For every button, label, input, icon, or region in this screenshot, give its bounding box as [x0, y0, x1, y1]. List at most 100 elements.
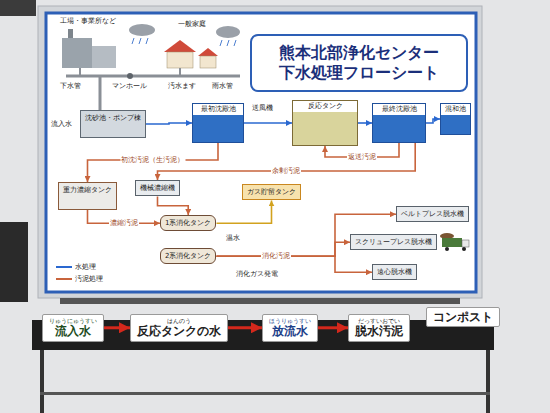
node-label: 反応タンクの水 [137, 324, 221, 338]
legend-line [56, 266, 72, 268]
flow-connector [228, 326, 262, 329]
node-label: 最終沈殿池 [377, 105, 421, 113]
house [167, 52, 193, 68]
furigana: ほうりゅうすい [269, 317, 311, 324]
annotation-label: マンホール [112, 82, 147, 90]
edge-label: 返送汚泥 [347, 153, 377, 161]
sewer-pipe [99, 76, 102, 110]
sewer-pipe [179, 68, 181, 76]
edge-label: 消化汚泥 [261, 252, 291, 260]
building-box: 沈砂池・ポンプ棟 [80, 110, 146, 138]
title-box: 熊本北部浄化センター 下水処理フローシート [250, 34, 468, 92]
node-label: 混和池 [445, 105, 466, 113]
furigana: はんのう [137, 317, 221, 324]
factory [92, 46, 116, 68]
node-label: 重力濃縮タンク [63, 186, 112, 194]
wall-object [0, 0, 36, 16]
annotation-label: 工場・事業所など [60, 17, 116, 25]
edge-label: 濃縮汚泥 [109, 219, 139, 227]
truck [442, 238, 462, 247]
legend: 水処理汚泥処理 [56, 262, 103, 286]
legend-text: 水処理 [75, 263, 96, 271]
house [200, 56, 216, 68]
sample-card: はんのう反応タンクの水 [130, 314, 228, 342]
annotation-label: 一般家庭 [178, 20, 206, 28]
board-frame [38, 6, 482, 298]
annotation-label: 下水管 [60, 82, 81, 90]
digester-box: 2系消化タンク [160, 248, 216, 264]
chimney [68, 29, 73, 38]
furigana: だっすいおでい [355, 317, 403, 324]
basin-box: 最終沈殿池 [372, 103, 426, 143]
node-label: 最初沈殿池 [197, 105, 239, 113]
node-label: ガス貯留タンク [247, 188, 296, 196]
title-text: 熊本北部浄化センター 下水処理フローシート [258, 43, 460, 83]
node-label: 遠心脱水機 [377, 268, 412, 276]
truck [462, 240, 469, 247]
legend-swatch [56, 276, 72, 282]
factory [62, 38, 92, 68]
basin-box: 最初沈殿池 [192, 103, 244, 143]
node-label: 脱水汚泥 [355, 324, 403, 338]
house-roof [164, 40, 196, 52]
node-label: コンポスト [433, 310, 493, 324]
sample-card: ほうりゅうすい放流水 [262, 314, 318, 342]
sample-card: だっすいおでい脱水汚泥 [348, 314, 410, 342]
sample-card: コンポスト [426, 307, 500, 327]
edge-label: 余剰汚泥 [271, 167, 301, 175]
flow-connector [216, 256, 372, 272]
cloud [129, 24, 155, 36]
node-label: 2系消化タンク [165, 252, 211, 260]
flow-connector [104, 326, 130, 329]
flow-connector [146, 123, 192, 124]
table-leg [40, 350, 44, 413]
table-leg [486, 350, 490, 413]
node-label: ベルトプレス脱水機 [401, 210, 464, 218]
board-face [46, 13, 476, 292]
board-stand [60, 298, 460, 304]
node-label: 流入水 [49, 324, 97, 338]
node-label: 反応タンク [297, 102, 353, 110]
annotation-label: 温水 [226, 234, 240, 242]
annotation-label: 送風機 [252, 104, 273, 112]
flow-connector [216, 200, 271, 223]
machine-box: 機械濃縮機 [135, 180, 180, 196]
flow-connector [358, 122, 372, 124]
wheel [462, 247, 466, 251]
annotation-label: 流入水 [51, 120, 72, 128]
basin-box: 混和池 [440, 103, 471, 135]
machine-box: ベルトプレス脱水機 [396, 206, 469, 222]
flow-connector [158, 196, 189, 215]
house-roof [198, 48, 218, 56]
table-bar [40, 392, 490, 395]
annotation-label: 消化ガス発電 [236, 270, 278, 278]
legend-swatch [56, 264, 72, 270]
node-label: 1系消化タンク [165, 219, 211, 227]
sewer-pipe [79, 68, 81, 76]
tank-box: 反応タンク [292, 100, 358, 146]
thickener-box: 重力濃縮タンク [58, 182, 117, 210]
flow-connector [158, 143, 416, 180]
cloud [216, 26, 240, 38]
flow-connector [426, 119, 440, 123]
gas-tank-box: ガス貯留タンク [242, 184, 301, 200]
wheel [445, 247, 449, 251]
manhole [127, 73, 133, 79]
legend-row: 水処理 [56, 262, 103, 272]
flow-connector [318, 326, 348, 329]
node-label: スクリュープレス脱水機 [355, 238, 432, 246]
legend-line [56, 278, 72, 280]
annotation-label: 汚水ます [168, 82, 196, 90]
node-label: 沈砂池・ポンプ棟 [85, 114, 141, 122]
node-label: 機械濃縮機 [140, 184, 175, 192]
legend-text: 汚泥処理 [75, 275, 103, 283]
annotation-label: 雨水管 [212, 82, 233, 90]
monitor [0, 222, 28, 302]
sample-card: りゅうにゅうすい流入水 [42, 314, 104, 342]
furigana: りゅうにゅうすい [49, 317, 97, 324]
machine-box: 遠心脱水機 [372, 264, 417, 280]
legend-row: 汚泥処理 [56, 274, 103, 284]
flow-connector [88, 143, 219, 182]
